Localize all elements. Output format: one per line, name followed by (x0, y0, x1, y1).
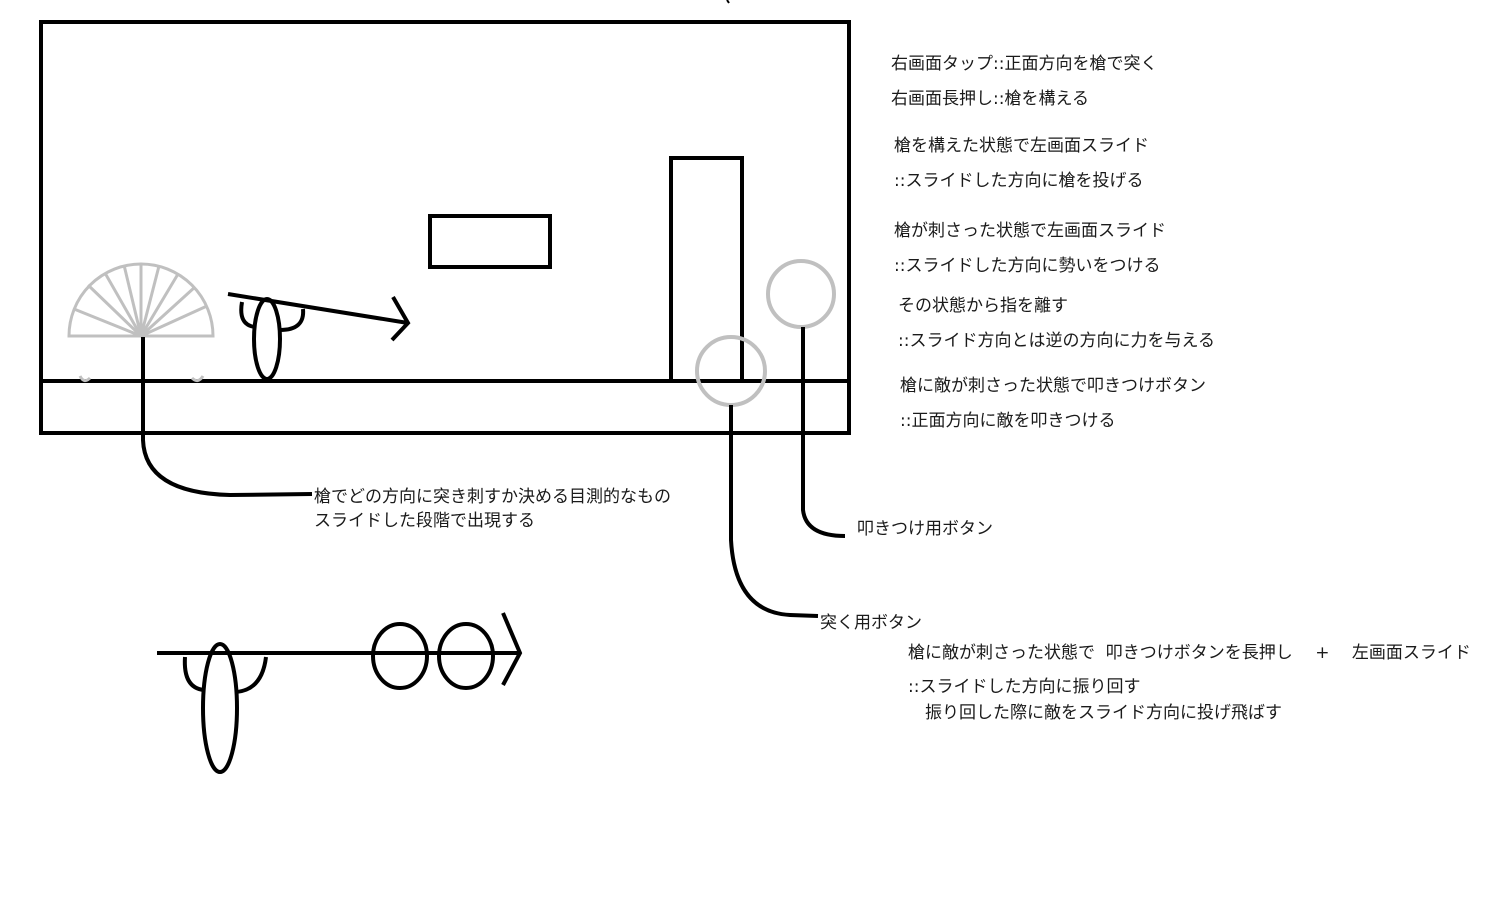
note-stuck-slide-effect: ::スライドした方向に勢いをつける (894, 256, 1161, 276)
stab-button-icon[interactable] (695, 335, 767, 407)
aim-guide-leader (141, 337, 313, 498)
note-slam-effect: ::正面方向に敵を叩きつける (900, 411, 1116, 431)
slam-button-icon[interactable] (766, 259, 836, 329)
slam-button-leader (801, 327, 846, 538)
floating-platform (428, 214, 552, 269)
stab-button-leader (729, 405, 819, 618)
pillar (669, 156, 744, 383)
game-screen-frame (39, 20, 851, 435)
note-long-press: 右画面長押し::槍を構える (891, 89, 1089, 109)
spear-arrow (227, 292, 411, 342)
player-character (239, 297, 306, 381)
combo-line2: ::スライドした方向に振り回す (908, 677, 1141, 697)
callout-slam-button: 叩きつけ用ボタン (857, 519, 993, 539)
note-slam: 槍に敵が刺さった状態で叩きつけボタン (900, 376, 1206, 396)
note-release: その状態から指を離す (898, 296, 1068, 316)
note-ready-slide-effect: ::スライドした方向に槍を投げる (894, 171, 1144, 191)
combo-line3: 振り回した際に敵をスライド方向に投げ飛ばす (908, 703, 1282, 723)
aim-guide-fan (67, 262, 215, 383)
note-ready-slide: 槍を構えた状態で左画面スライド (894, 136, 1149, 156)
note-tap: 右画面タップ::正面方向を槍で突く (891, 54, 1158, 74)
skewer-sketch (157, 612, 523, 774)
callout-aim-guide-line1: 槍でどの方向に突き刺すか決める目測的なもの (314, 487, 671, 507)
note-stuck-slide: 槍が刺さった状態で左画面スライド (894, 221, 1166, 241)
stray-mark (726, 0, 730, 4)
note-release-effect: ::スライド方向とは逆の方向に力を与える (898, 331, 1215, 351)
combo-line1: 槍に敵が刺さった状態で 叩きつけボタンを長押し + 左画面スライド (908, 643, 1471, 663)
callout-stab-button: 突く用ボタン (820, 613, 922, 633)
callout-aim-guide-line2: スライドした段階で出現する (314, 511, 535, 531)
